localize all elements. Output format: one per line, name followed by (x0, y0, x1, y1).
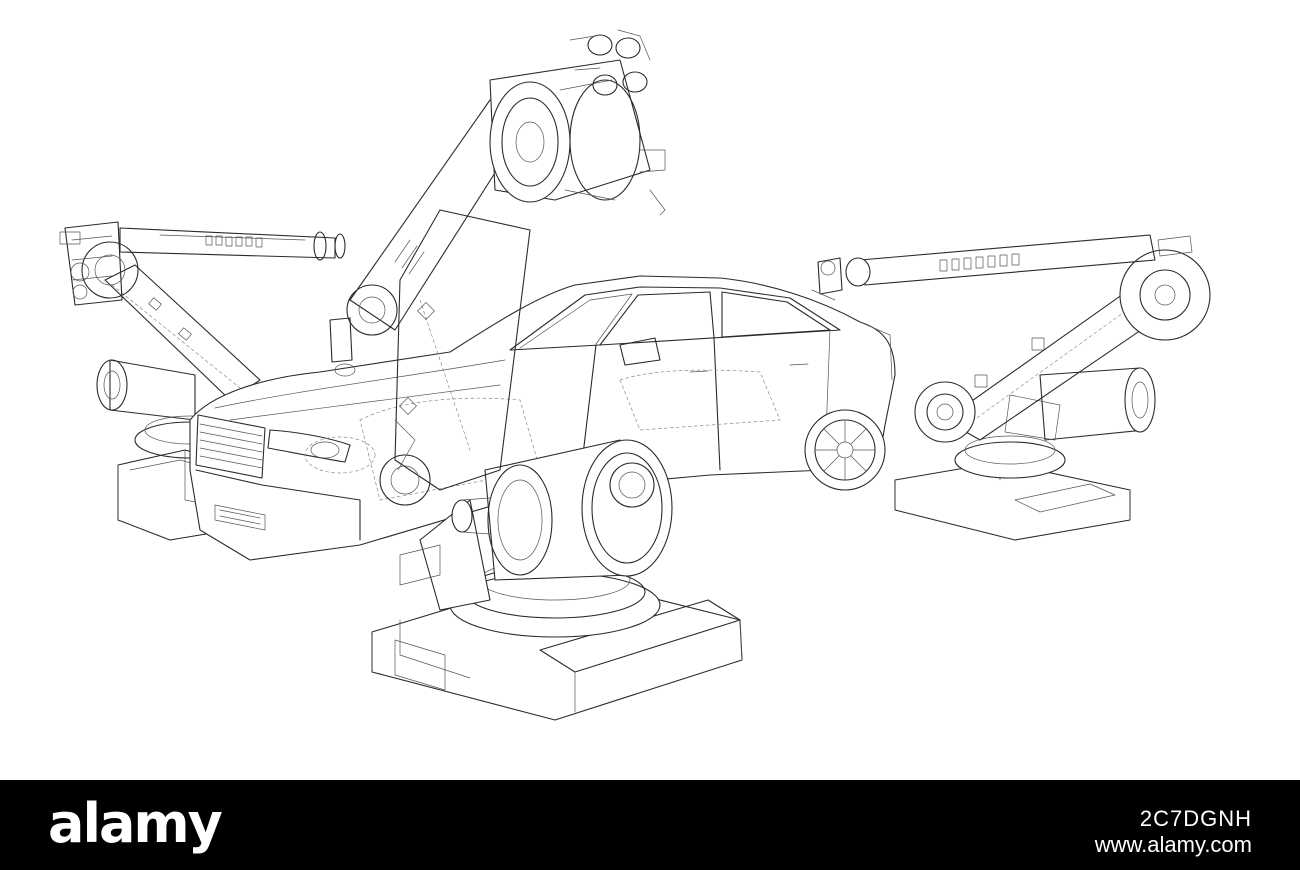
wireframe-illustration (59, 29, 1211, 721)
image-info: 2C7DGNH www.alamy.com (1095, 806, 1252, 858)
car-body (189, 275, 896, 561)
alamy-logo: alamy (48, 792, 223, 855)
center-robot-arm (329, 29, 743, 721)
right-robot-arm (811, 234, 1211, 541)
image-code: 2C7DGNH (1139, 806, 1252, 831)
website-url: www.alamy.com (1094, 832, 1252, 857)
watermark-footer: alamy 2C7DGNH www.alamy.com (0, 780, 1300, 870)
robot-arms-car-drawing (59, 29, 1211, 721)
